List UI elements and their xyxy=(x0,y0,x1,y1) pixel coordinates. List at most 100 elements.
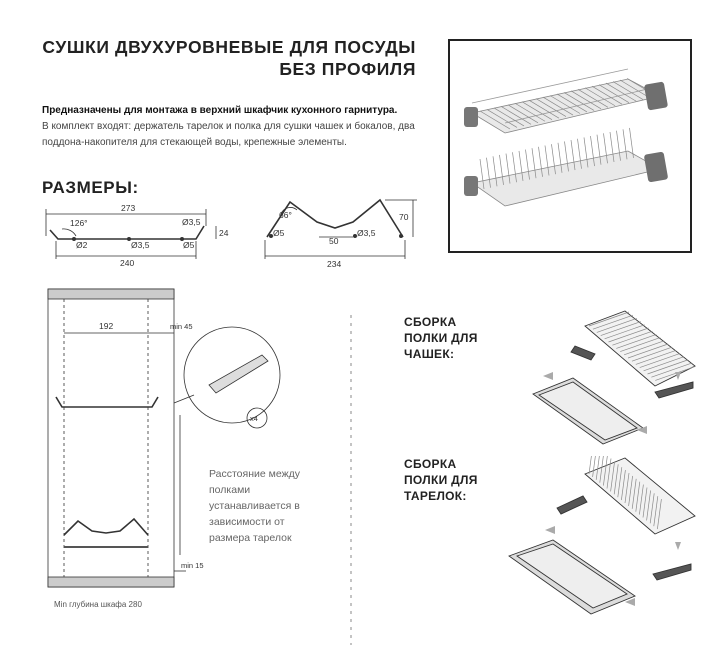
dim-50: 50 xyxy=(329,236,339,246)
wire-bar xyxy=(591,85,623,105)
wire-bar xyxy=(595,456,600,480)
wire-bar xyxy=(486,157,491,188)
wire-bar xyxy=(608,327,649,343)
wire-bar xyxy=(570,140,576,171)
wire-bar xyxy=(544,145,550,176)
wire-bar xyxy=(610,461,615,492)
title-line-2: БЕЗ ПРОФИЛЯ xyxy=(279,59,416,79)
dim-min15: min 15 xyxy=(181,561,204,570)
wire-bar xyxy=(521,101,553,121)
wire-bar xyxy=(492,156,498,187)
wire-bar xyxy=(596,134,602,165)
assembly-cups-line-1: СБОРКА xyxy=(404,315,457,329)
wire-bar xyxy=(612,81,644,100)
wire-bar xyxy=(588,311,630,327)
holder-dot-2 xyxy=(353,234,357,238)
dim-d3: Ø5 xyxy=(183,240,195,250)
assembly-plates-line-2: ПОЛКИ ДЛЯ xyxy=(404,473,478,487)
wire-bar xyxy=(556,93,588,113)
cup-holder-right xyxy=(654,381,694,399)
screws-x4: x4 xyxy=(250,414,258,423)
wire-bar xyxy=(500,106,532,125)
cup-holder-left xyxy=(570,345,596,361)
wire-bar xyxy=(617,467,623,498)
plate-holder-left xyxy=(556,495,588,515)
intro-text: В комплект входят: держатель тарелок и п… xyxy=(42,121,415,148)
wire-bar xyxy=(620,337,661,352)
left-upper-holder xyxy=(464,107,478,127)
right-upper-holder xyxy=(644,81,668,111)
wire-bar xyxy=(635,481,641,512)
wire-bar xyxy=(577,138,582,169)
wire-bar xyxy=(647,359,688,375)
assembly-cups-line-2: ПОЛКИ ДЛЯ xyxy=(404,331,478,345)
wire-bar xyxy=(592,314,634,330)
wire-bar xyxy=(616,130,621,161)
wire-bar xyxy=(512,152,517,183)
arrow-left-icon-2 xyxy=(545,526,555,534)
wire-bar xyxy=(642,487,648,518)
screw-count-badge xyxy=(246,407,268,429)
dim-192: 192 xyxy=(99,321,113,331)
wire-bar xyxy=(584,87,616,107)
dim-240: 240 xyxy=(120,258,134,268)
plate-shelf-assembly-drawing xyxy=(508,456,696,615)
wire-bar xyxy=(600,321,641,336)
dim-d5: Ø5 xyxy=(273,228,285,238)
wire-bar xyxy=(616,334,657,349)
wire-bar xyxy=(628,475,633,506)
wire-bar xyxy=(528,99,560,119)
wire-bar xyxy=(549,95,581,114)
wire-bar xyxy=(486,109,518,128)
wire-bar xyxy=(623,340,665,356)
cup-shelf-assembly-drawing xyxy=(532,310,696,445)
wire-bar xyxy=(557,142,563,173)
wire-bar xyxy=(535,98,567,117)
wire-bar xyxy=(583,137,589,168)
assembly-cups-line-3: ЧАШЕК: xyxy=(404,347,455,361)
wire-bar xyxy=(649,493,655,524)
arrow-left-icon xyxy=(543,372,553,380)
dim-angle-66: 66° xyxy=(279,210,292,220)
detail-circle xyxy=(183,326,281,424)
shelf-dimension-drawing: 273 126° Ø3,5 24 Ø2 Ø3,5 Ø5 240 xyxy=(45,203,229,268)
right-lower-holder xyxy=(644,151,668,183)
cabinet-frame xyxy=(47,288,175,588)
holder-dot-1 xyxy=(269,234,273,238)
title-line-1: СУШКИ ДВУХУРОВНЕВЫЕ ДЛЯ ПОСУДЫ xyxy=(42,37,416,57)
wire-bar xyxy=(631,478,637,509)
wire-bar xyxy=(657,499,662,530)
dim-24: 24 xyxy=(219,228,229,238)
wire-bar xyxy=(655,366,696,381)
wire-bar xyxy=(619,79,651,99)
dim-angle-126: 126° xyxy=(70,218,88,228)
wire-bar xyxy=(639,353,680,368)
wire-bar xyxy=(570,90,602,110)
shelf-distance-note: Расстояние между полками устанавливается… xyxy=(209,468,300,544)
wire-bar xyxy=(507,104,539,124)
upper-shelf-profile xyxy=(55,396,159,408)
lower-shelf xyxy=(471,127,662,207)
wire-bar xyxy=(651,362,692,378)
wire-bar xyxy=(605,82,637,102)
wire-bar xyxy=(603,133,608,164)
dim-d-top: Ø3,5 xyxy=(182,217,201,227)
arrow-right-icon xyxy=(637,426,647,434)
wire-bar xyxy=(563,92,595,111)
rod-dot-3 xyxy=(180,237,184,241)
page-title: СУШКИ ДВУХУРОВНЕВЫЕ ДЛЯ ПОСУДЫ БЕЗ ПРОФИ… xyxy=(42,36,416,80)
dim-273: 273 xyxy=(121,203,135,213)
assembly-plates-line-3: ТАРЕЛОК: xyxy=(404,489,467,503)
wire-bar xyxy=(479,158,485,190)
arrow-down-icon-2 xyxy=(675,542,681,550)
wire-bar xyxy=(599,456,604,483)
intro-paragraph: Предназначены для монтажа в верхний шкаф… xyxy=(42,103,422,151)
dim-d1: Ø2 xyxy=(76,240,88,250)
upper-shelf xyxy=(470,68,662,134)
dim-234: 234 xyxy=(327,259,341,269)
wire-bar xyxy=(590,136,595,167)
wire-bar xyxy=(629,127,634,158)
assembly-plates-label: СБОРКА ПОЛКИ ДЛЯ ТАРЕЛОК: xyxy=(404,456,478,504)
wire-bar xyxy=(577,88,609,108)
wire-bar xyxy=(518,150,524,181)
